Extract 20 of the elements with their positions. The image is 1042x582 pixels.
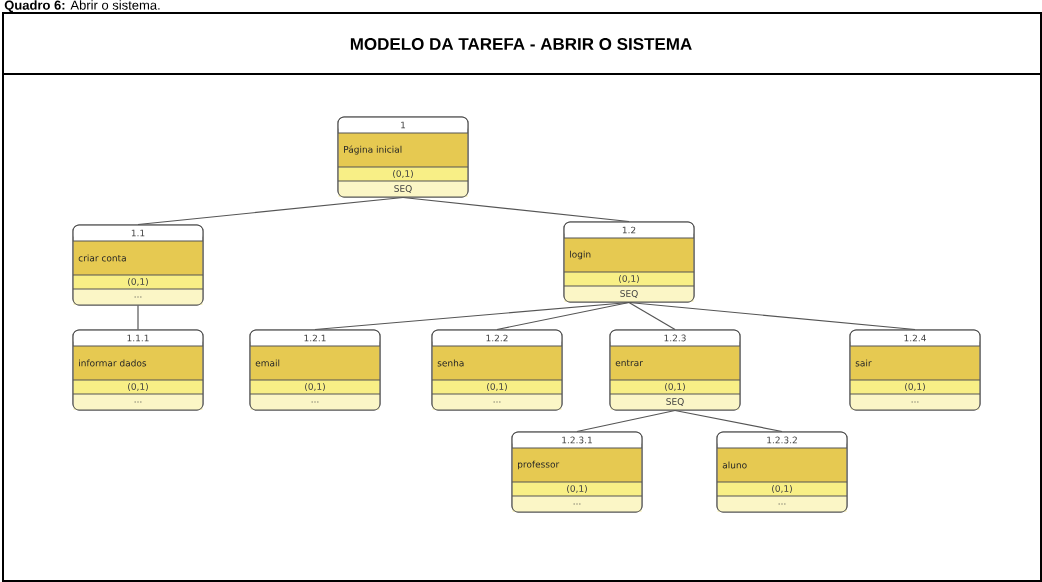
- task-box: 1.2 login (0,1) SEQ: [563, 221, 695, 303]
- connector-line: [674, 409, 783, 433]
- task-box: 1.1 criar conta (0,1) ...: [72, 224, 204, 306]
- connector-line: [137, 304, 139, 331]
- connector-line: [496, 301, 630, 331]
- title: MODELO DA TAREFA - ABRIR O SISTEMA: [350, 38, 692, 51]
- connector-line: [628, 301, 916, 331]
- connector-line: [137, 196, 404, 226]
- task-box: 1.2.1 email (0,1) ...: [249, 329, 381, 411]
- task-box: 1.2.2 senha (0,1) ...: [431, 329, 563, 411]
- task-box: 1.2.3.1 professor (0,1) ...: [511, 431, 643, 513]
- task-box: 1.2.3.2 aluno (0,1) ...: [716, 431, 848, 513]
- caption: Quadro 6: Abrir o sistema.: [4, 0, 160, 13]
- connector-line: [576, 409, 676, 433]
- connector-line: [402, 196, 630, 223]
- task-box: 1.2.3 entrar (0,1) SEQ: [609, 329, 741, 411]
- connector-line: [628, 301, 676, 331]
- task-box: 1 Página inicial (0,1) SEQ: [337, 116, 469, 198]
- task-box: 1.1.1 informar dados (0,1) ...: [72, 329, 204, 411]
- task-box: 1.2.4 sair (0,1) ...: [849, 329, 981, 411]
